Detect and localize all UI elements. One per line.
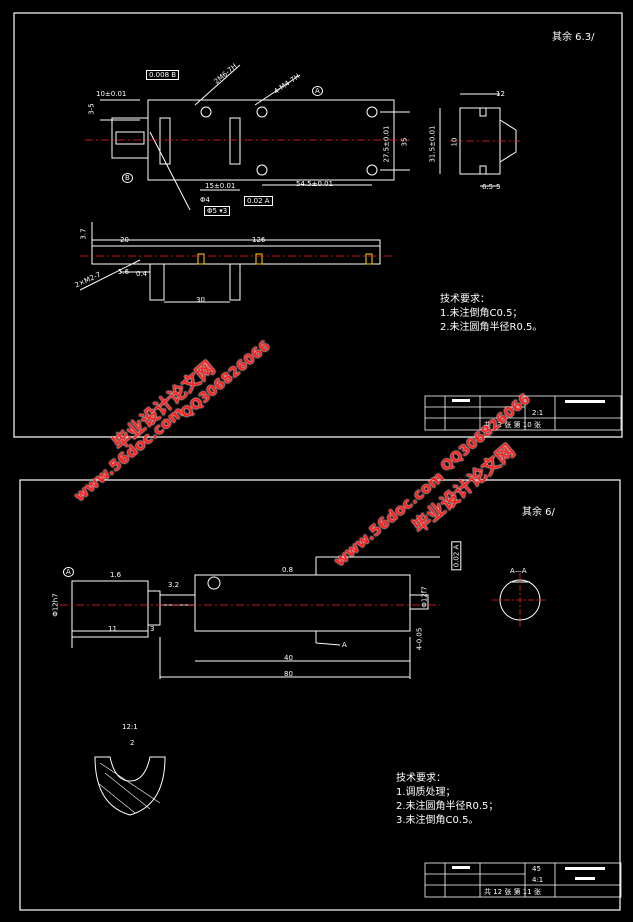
sheet2-section-label: A xyxy=(342,641,347,649)
sheet1-dim-35: 35 xyxy=(400,137,409,147)
sheet1-tolerance-frame: 0.02 A xyxy=(244,196,273,206)
sheet2-rough-3-2: 3.2 xyxy=(168,581,180,589)
sheet2-dim-11: 11 xyxy=(108,625,117,633)
sheet2-title-sheet-info: 共 12 张 第 11 张 xyxy=(484,888,541,896)
sheet1-front-20: 20 xyxy=(120,236,129,244)
sheet1-dim-54-5: 54.5±0.01 xyxy=(296,180,334,188)
sheet1-front-126: 126 xyxy=(252,236,266,244)
sheet1-note-2: 2.未注圆角半径R0.5。 xyxy=(440,322,543,333)
sheet1-title-sheet-info: 共 12 张 第 10 张 xyxy=(484,421,541,429)
sheet2-rough-0-8: 0.8 xyxy=(282,566,294,574)
sheet1-flatness-frame: 0.008 B xyxy=(146,70,180,80)
sheet1-side-height: 31.5±0.01 xyxy=(428,125,437,163)
sheet1-roughness-note: 其余 6.3/ xyxy=(552,32,595,43)
sheet2-dim-80: 80 xyxy=(284,670,293,678)
sheet2-section-view-label: A—A xyxy=(510,567,527,575)
sheet1-side-6-5: 6.5 xyxy=(482,183,494,191)
sheet1-dim-15: 15±0.01 xyxy=(205,182,236,190)
sheet2-note-3: 3.未注倒角C0.5。 xyxy=(396,815,479,826)
sheet2-dim-dia-left: Φ12h7 xyxy=(51,593,60,617)
sheet1-front-3-7: 3.7 xyxy=(79,228,88,240)
sheet2-tolerance-frame: 0.02 A xyxy=(451,541,462,571)
sheet1-front-30: 30 xyxy=(196,296,205,304)
sheet2-datum-a-circle: A xyxy=(63,567,74,577)
sheet2-linework xyxy=(19,479,622,911)
sheet1-side-10: 10 xyxy=(450,137,459,147)
sheet2-dim-dia-right: Φ12f7 xyxy=(420,586,429,608)
sheet1-dim-3-5: 3-5 xyxy=(87,103,96,115)
sheet1-datum-a: A xyxy=(312,86,323,96)
sheet2-title-qty: 45 xyxy=(532,865,541,873)
sheet1-dim-dia4: Φ4 xyxy=(200,196,210,204)
sheet2-note-2: 2.未注圆角半径R0.5； xyxy=(396,801,499,812)
drawing-sheet-1: 其余 6.3/ 0.008 B 10±0.01 3-5 2M6-7H 4-M4-… xyxy=(0,0,633,445)
sheet1-front-5-6: 5.6 xyxy=(118,268,130,276)
sheet2-title-scale: 4:1 xyxy=(532,876,544,884)
sheet2-detail-radius: 2 xyxy=(130,739,135,747)
sheet1-side-5: 5 xyxy=(496,183,501,191)
sheet1-note-1: 1.未注倒角C0.5； xyxy=(440,308,523,319)
sheet2-dim-4: 4-0.05 xyxy=(415,627,424,651)
sheet1-dim-27-5: 27.5±0.01 xyxy=(382,125,391,163)
sheet1-side-12: 12 xyxy=(496,90,505,98)
drawing-sheet-2: 其余 6/ 0.02 A A Φ12h7 1.6 3.2 0.8 11 3 40… xyxy=(0,463,633,922)
sheet2-roughness-note: 其余 6/ xyxy=(522,507,555,518)
sheet2-notes-title: 技术要求： xyxy=(396,773,446,784)
sheet2-detail-scale: 12:1 xyxy=(122,723,138,731)
sheet1-title-scale: 2:1 xyxy=(532,409,544,417)
sheet1-datum-b: B xyxy=(122,173,133,183)
sheet1-notes-title: 技术要求： xyxy=(440,294,490,305)
sheet1-dim-10: 10±0.01 xyxy=(96,90,127,98)
sheet2-dim-3: 3 xyxy=(150,625,155,633)
sheet1-front-0-4: 0.4 xyxy=(136,270,148,278)
sheet1-linework xyxy=(13,12,623,438)
sheet2-rough-1-6: 1.6 xyxy=(110,571,122,579)
sheet1-dim-dia5: Φ5 ▾3 xyxy=(204,206,231,216)
sheet2-dim-40: 40 xyxy=(284,654,293,662)
sheet2-note-1: 1.调质处理； xyxy=(396,787,456,798)
